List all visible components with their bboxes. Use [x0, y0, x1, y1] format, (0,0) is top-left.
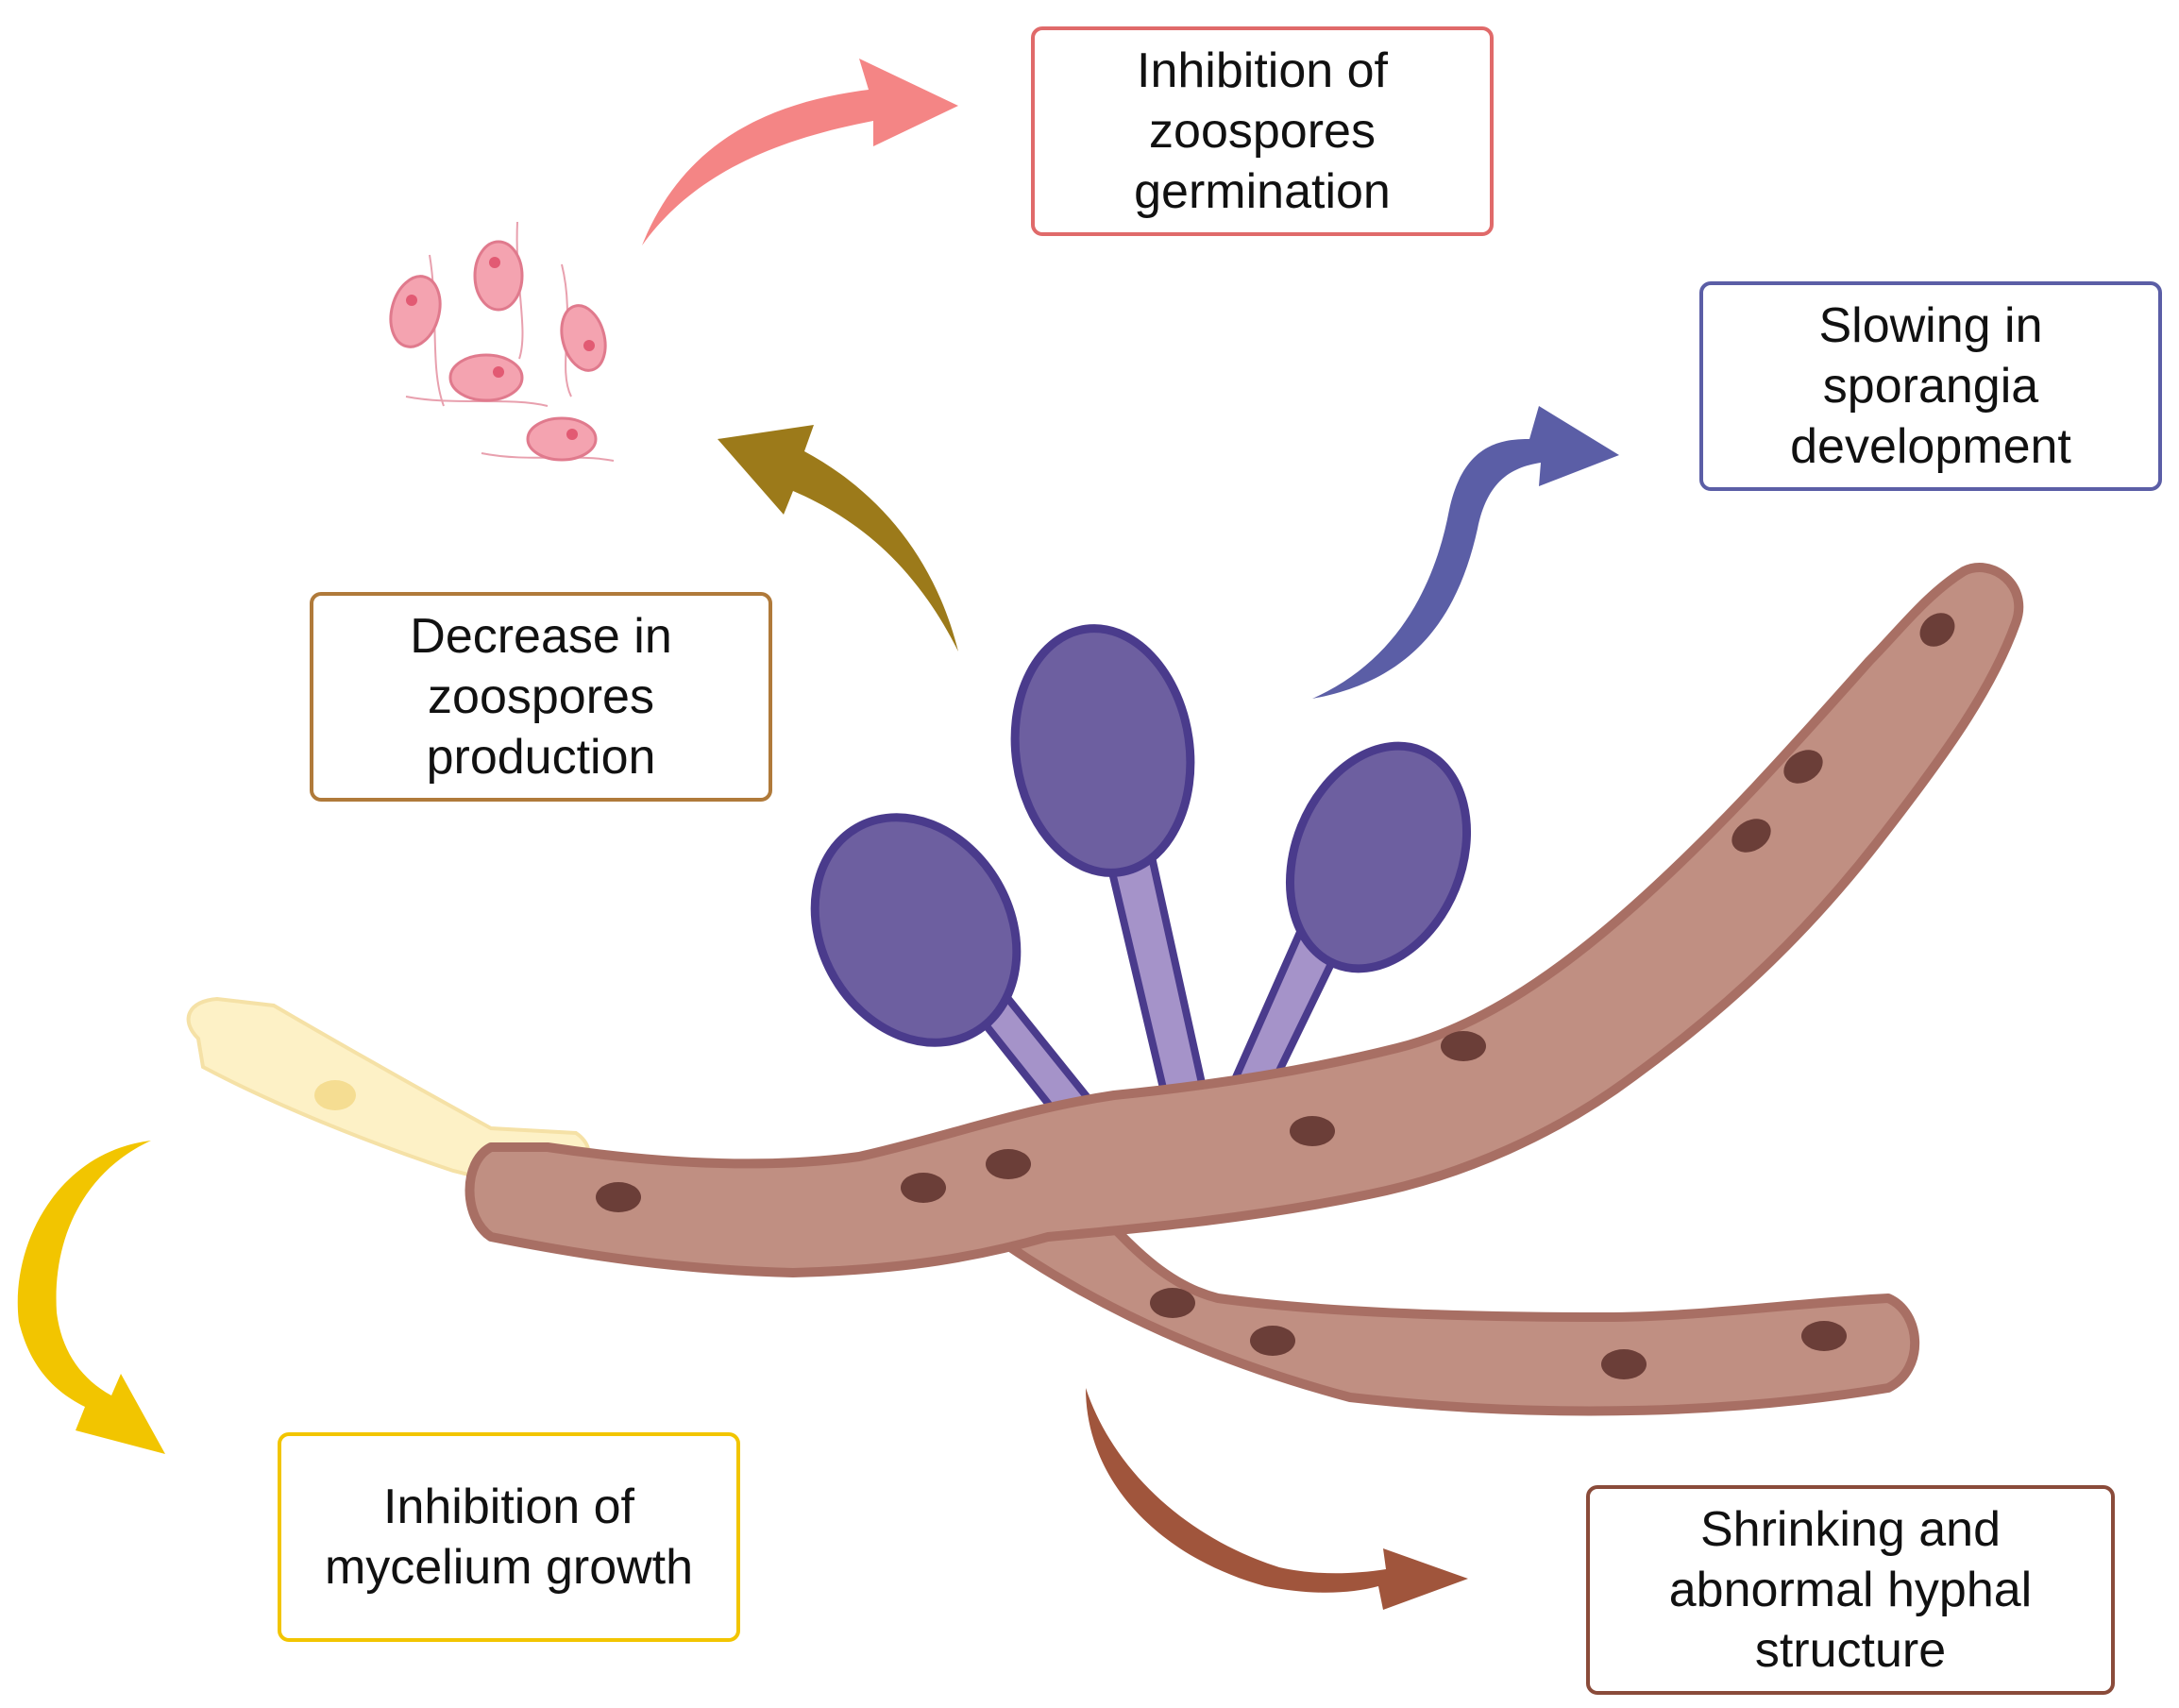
label-sporangia: Slowing in sporangia development — [1699, 281, 2162, 491]
arrow-germination-icon — [642, 59, 958, 245]
hyphal-tip-nucleus — [314, 1080, 356, 1110]
hypha-nuclei — [596, 613, 1955, 1379]
label-mycelium: Inhibition of mycelium growth — [278, 1432, 740, 1642]
hypha-nucleus — [901, 1173, 946, 1203]
hypha-nucleus — [1731, 819, 1771, 853]
zoospore-icon — [473, 240, 524, 312]
sporangium-stalk-middle — [1101, 832, 1210, 1116]
zoospore-cluster-icon — [389, 221, 615, 462]
label-hyphal-line1: Shrinking and — [1700, 1502, 2001, 1557]
arrow-hyphal-icon — [1086, 1388, 1468, 1610]
sporangium-middle-icon — [1010, 624, 1195, 877]
hypha-nucleus — [1783, 750, 1823, 784]
label-germination-line3: germination — [1134, 164, 1391, 219]
hypha-nucleus — [1801, 1321, 1847, 1351]
hyphal-tip-icon — [186, 996, 591, 1192]
zoospore-icon — [448, 353, 524, 402]
zoospore-nuclei — [406, 257, 595, 440]
label-sporangia-line2: sporangia — [1822, 359, 2039, 414]
hypha-nucleus — [596, 1182, 641, 1212]
zoospore-icon — [526, 416, 598, 462]
zoospore-icon — [389, 275, 442, 348]
hypha-nucleus — [1250, 1326, 1295, 1356]
hypha-lower-branch-icon — [977, 1204, 1920, 1416]
arrow-sporangia-icon — [1312, 406, 1619, 699]
label-sporangia-line3: development — [1790, 419, 2071, 474]
label-zoospore-production-line1: Decrease in — [410, 609, 672, 664]
arrow-zoospore-production-icon — [718, 425, 958, 651]
sporangium-left-icon — [810, 813, 1022, 1047]
sporangium-right-icon — [1285, 741, 1472, 973]
hypha-nucleus — [1919, 613, 1955, 647]
hypha-nucleus — [986, 1149, 1031, 1179]
label-hyphal-line2: abnormal hyphal — [1668, 1563, 2033, 1617]
label-sporangia-line1: Slowing in — [1818, 298, 2043, 353]
hypha-nucleus — [1290, 1116, 1335, 1146]
label-zoospore-production-line2: zoospores — [428, 669, 654, 724]
label-germination-line1: Inhibition of — [1137, 43, 1388, 98]
label-germination-line2: zoospores — [1149, 104, 1376, 159]
hypha-nucleus — [1150, 1288, 1195, 1318]
label-mycelium-line2: mycelium growth — [324, 1540, 694, 1595]
label-hyphal-line3: structure — [1754, 1623, 1947, 1678]
zoospore-icon — [560, 304, 607, 372]
label-hyphal: Shrinking and abnormal hyphal structure — [1586, 1485, 2115, 1695]
label-mycelium-line1: Inhibition of — [383, 1480, 634, 1534]
label-germination: Inhibition of zoospores germination — [1031, 26, 1494, 236]
label-zoospore-production-line3: production — [426, 730, 656, 785]
label-zoospore-production: Decrease in zoospores production — [310, 592, 772, 802]
hypha-nucleus — [1441, 1031, 1486, 1061]
arrow-mycelium-icon — [17, 1141, 165, 1454]
hypha-nucleus — [1601, 1349, 1647, 1379]
